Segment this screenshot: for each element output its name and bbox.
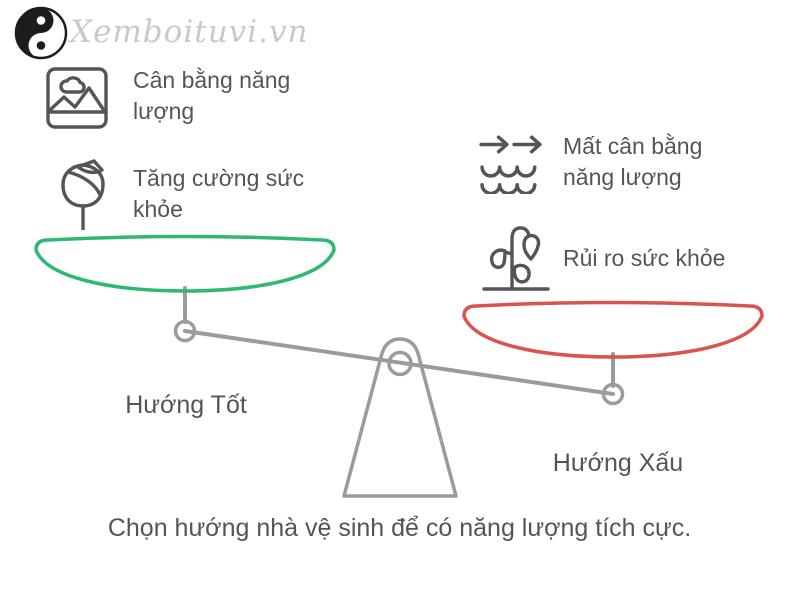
scale-beam — [183, 329, 615, 396]
left-beam-joint — [173, 319, 197, 343]
risk-label-energy-imbalance: Mất cân bằng năng lượng — [563, 133, 703, 190]
site-name: Xemboituvi.vn — [70, 14, 309, 50]
scale-fulcrum — [342, 337, 458, 498]
benefit-label-health-boost: Tăng cường sức khỏe — [133, 165, 305, 222]
left-pan-label: Hướng Tốt — [125, 391, 247, 419]
caption: Chọn hướng nhà vệ sinh để có năng lượng … — [107, 514, 692, 542]
wilted-flower-icon — [482, 226, 550, 291]
rose-icon — [61, 159, 105, 230]
right-beam-joint — [601, 382, 625, 406]
risk-label-health-risk: Rủi ro sức khỏe — [563, 245, 726, 271]
bad-direction-pan — [462, 300, 764, 359]
site-logo: Xemboituvi.vn — [14, 6, 307, 60]
picture-icon — [46, 67, 108, 129]
right-pan-label: Hướng Xấu — [552, 449, 684, 477]
fulcrum-pivot-hole — [387, 350, 413, 377]
yin-yang-icon — [14, 6, 68, 60]
good-direction-pan — [34, 234, 336, 293]
benefit-label-energy-balance: Cân bằng năng lượng — [133, 67, 291, 124]
energy-flow-icon — [479, 135, 542, 194]
